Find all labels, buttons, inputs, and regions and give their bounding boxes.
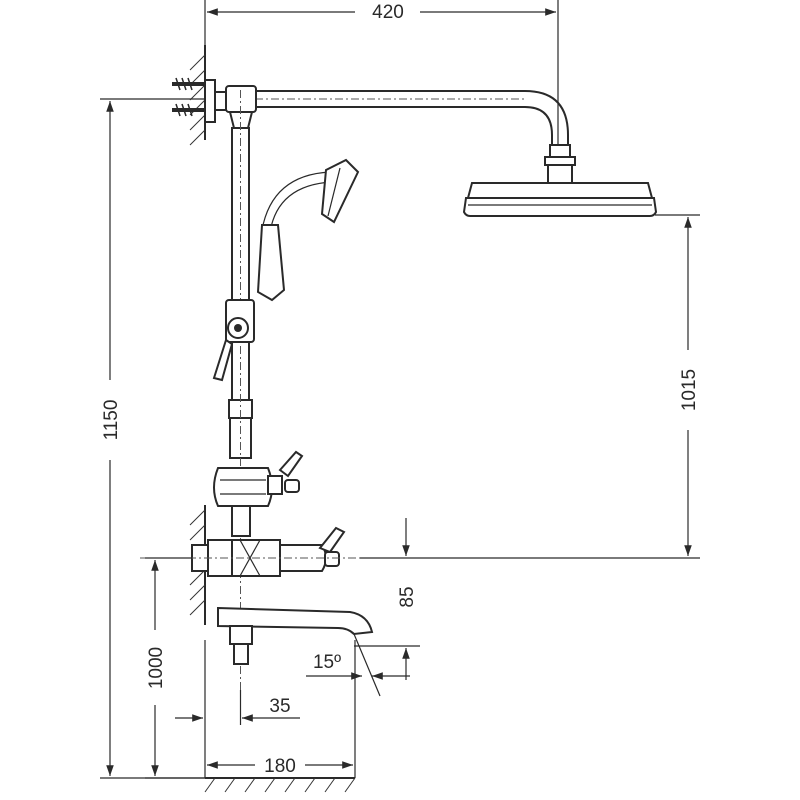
- hand-shower-hose: [261, 171, 333, 233]
- hand-shower: [256, 158, 360, 302]
- dim-spout-inset: 35: [269, 696, 290, 717]
- dim-lines: [100, 0, 700, 779]
- slide-holder: [212, 299, 255, 382]
- mounting-screws: [172, 77, 205, 117]
- upper-wall: [189, 45, 206, 146]
- dim-mixer-height: 1000: [146, 647, 167, 689]
- dim-spout-projection: 180: [264, 756, 296, 777]
- bath-spout: [217, 606, 374, 665]
- floor: [204, 777, 356, 793]
- dim-overall-height: 1150: [101, 400, 122, 441]
- dim-head-height: 1015: [679, 369, 700, 411]
- shower-head: [462, 144, 658, 217]
- dim-spout-angle: 15º: [313, 652, 341, 673]
- wall-bracket: [204, 79, 228, 123]
- shower-arm: [249, 90, 569, 146]
- diverter-body: [213, 450, 304, 537]
- riser-rail: [228, 90, 253, 690]
- dim-top-width: 420: [372, 2, 404, 23]
- dim-spout-offset: 85: [397, 586, 418, 607]
